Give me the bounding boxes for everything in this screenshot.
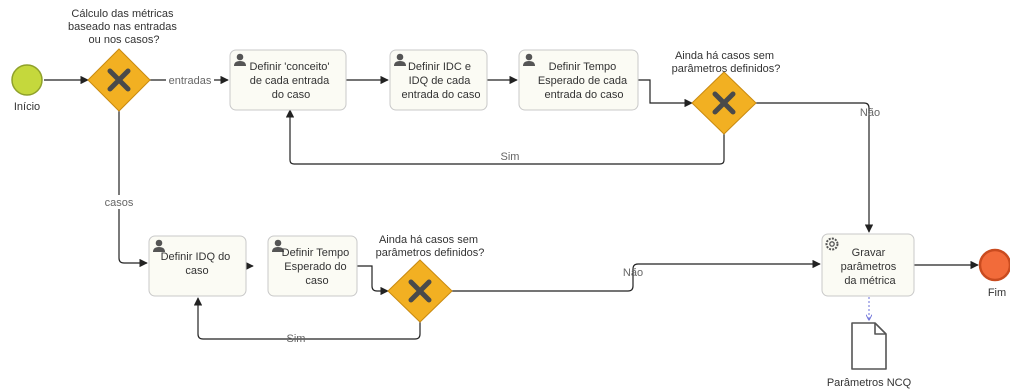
task-label: Definir IDC e IDQ de cada entrada do cas… xyxy=(402,61,481,101)
gateway-question: Cálculo das métricas baseado nas entrada… xyxy=(68,8,180,46)
flow-label-casos: casos xyxy=(105,197,134,209)
start-event-label: Início xyxy=(14,101,40,113)
flow-g1-casos-to-t4[interactable] xyxy=(118,111,148,268)
user-icon xyxy=(234,53,246,66)
gateway-cases-remaining-entries[interactable]: Ainda há casos sem parâmetros definidos? xyxy=(672,50,781,135)
user-icon xyxy=(394,53,406,66)
task-label: Definir 'conceito' de cada entrada do ca… xyxy=(249,61,332,101)
close-x-icon xyxy=(107,68,131,92)
gear-icon xyxy=(825,237,839,251)
flow-label-nao-bottom: Não xyxy=(623,267,643,279)
gateway-metric-basis[interactable]: Cálculo das métricas baseado nas entrada… xyxy=(68,8,180,112)
flow-label-sim-top: Sim xyxy=(501,151,520,163)
flow-label-sim-bottom: Sim xyxy=(287,333,306,345)
end-event-circle xyxy=(978,248,1010,282)
close-x-icon xyxy=(408,279,432,303)
flow-g2-sim-loop[interactable] xyxy=(285,109,725,165)
end-event-label: Fim xyxy=(988,287,1006,299)
user-icon xyxy=(153,239,165,252)
user-icon xyxy=(523,53,535,66)
task-define-idc-idq[interactable]: Definir IDC e IDQ de cada entrada do cas… xyxy=(389,49,488,111)
gateway-question: Ainda há casos sem parâmetros definidos? xyxy=(672,50,781,75)
gateway-cases-remaining-cases[interactable]: Ainda há casos sem parâmetros definidos? xyxy=(376,234,485,323)
task-label: Gravar parâmetros da métrica xyxy=(841,247,900,287)
task-define-idq-case[interactable]: Definir IDQ do caso xyxy=(148,235,247,297)
flow-t3-to-g2[interactable] xyxy=(638,79,693,108)
task-define-concept[interactable]: Definir 'conceito' de cada entrada do ca… xyxy=(229,49,347,111)
task-label: Definir Tempo Esperado do caso xyxy=(282,247,353,287)
flow-labels: entradas casos Sim Não Não Sim xyxy=(101,73,880,345)
data-object-parametros[interactable]: Parâmetros NCQ xyxy=(827,322,912,389)
close-x-icon xyxy=(712,91,736,115)
gateway-question: Ainda há casos sem parâmetros definidos? xyxy=(376,234,485,259)
start-event-circle xyxy=(11,64,43,96)
data-object-label: Parâmetros NCQ xyxy=(827,377,912,389)
flow-g2-nao-to-t6[interactable] xyxy=(756,102,874,233)
flow-g3-nao-to-t6[interactable] xyxy=(452,259,821,292)
flow-label-nao-top: Não xyxy=(860,107,880,119)
flow-label-entradas: entradas xyxy=(169,75,212,87)
task-label: Definir IDQ do caso xyxy=(161,251,234,277)
flow-g3-sim-loop[interactable] xyxy=(193,297,421,340)
start-event[interactable]: Início xyxy=(11,64,43,113)
task-define-expected-time-case[interactable]: Definir Tempo Esperado do caso xyxy=(267,235,358,297)
sequence-flows xyxy=(44,75,979,340)
task-label: Definir Tempo Esperado de cada entrada d… xyxy=(538,61,630,101)
end-event[interactable]: Fim xyxy=(978,248,1010,299)
task-define-expected-time-entries[interactable]: Definir Tempo Esperado de cada entrada d… xyxy=(518,49,639,111)
flow-t5-to-g3[interactable] xyxy=(357,265,389,296)
task-save-metric-parameters[interactable]: Gravar parâmetros da métrica xyxy=(821,233,915,297)
document-icon xyxy=(851,322,887,370)
user-icon xyxy=(272,239,284,252)
